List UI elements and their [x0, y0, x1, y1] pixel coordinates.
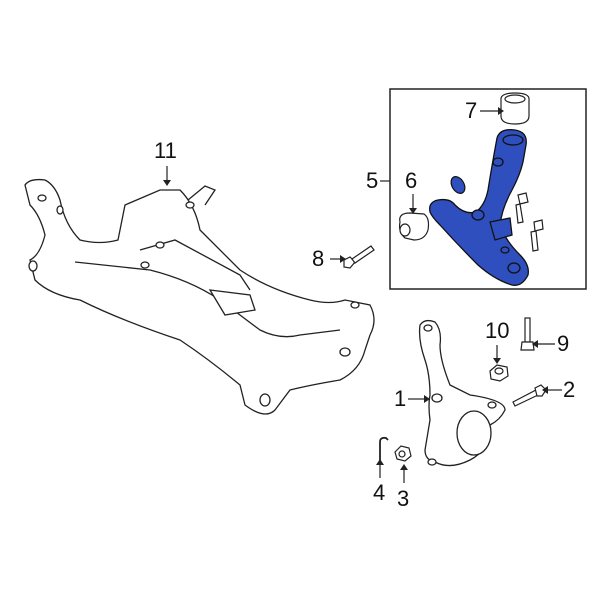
callout-8: 8	[312, 246, 325, 271]
bolt-2-icon	[512, 384, 547, 407]
bushing-6-icon	[398, 212, 430, 241]
control-arm-5-icon	[429, 129, 529, 286]
callout-1: 1	[394, 386, 407, 411]
callout-2: 2	[563, 377, 576, 402]
nut-3-icon	[394, 445, 412, 462]
callout-10: 10	[485, 318, 510, 343]
bolt-9-icon	[520, 317, 535, 351]
callout-4: 4	[373, 480, 386, 505]
callout-7: 7	[465, 98, 478, 123]
callout-9: 9	[557, 331, 570, 356]
bolt-8-icon	[343, 245, 375, 269]
crossmember-11-icon	[24, 178, 375, 415]
inset-box	[389, 88, 587, 290]
callout-3: 3	[397, 486, 410, 511]
callout-5: 5	[366, 168, 379, 193]
cotter-pin-4-icon	[379, 436, 389, 464]
callout-6: 6	[405, 168, 418, 193]
washer-icon	[450, 176, 466, 194]
callout-11: 11	[154, 138, 177, 163]
bushing-7-icon	[500, 92, 530, 125]
inset-bolt-icon	[515, 192, 544, 252]
nut-10-icon	[489, 364, 509, 382]
knuckle-1-icon	[418, 319, 506, 467]
